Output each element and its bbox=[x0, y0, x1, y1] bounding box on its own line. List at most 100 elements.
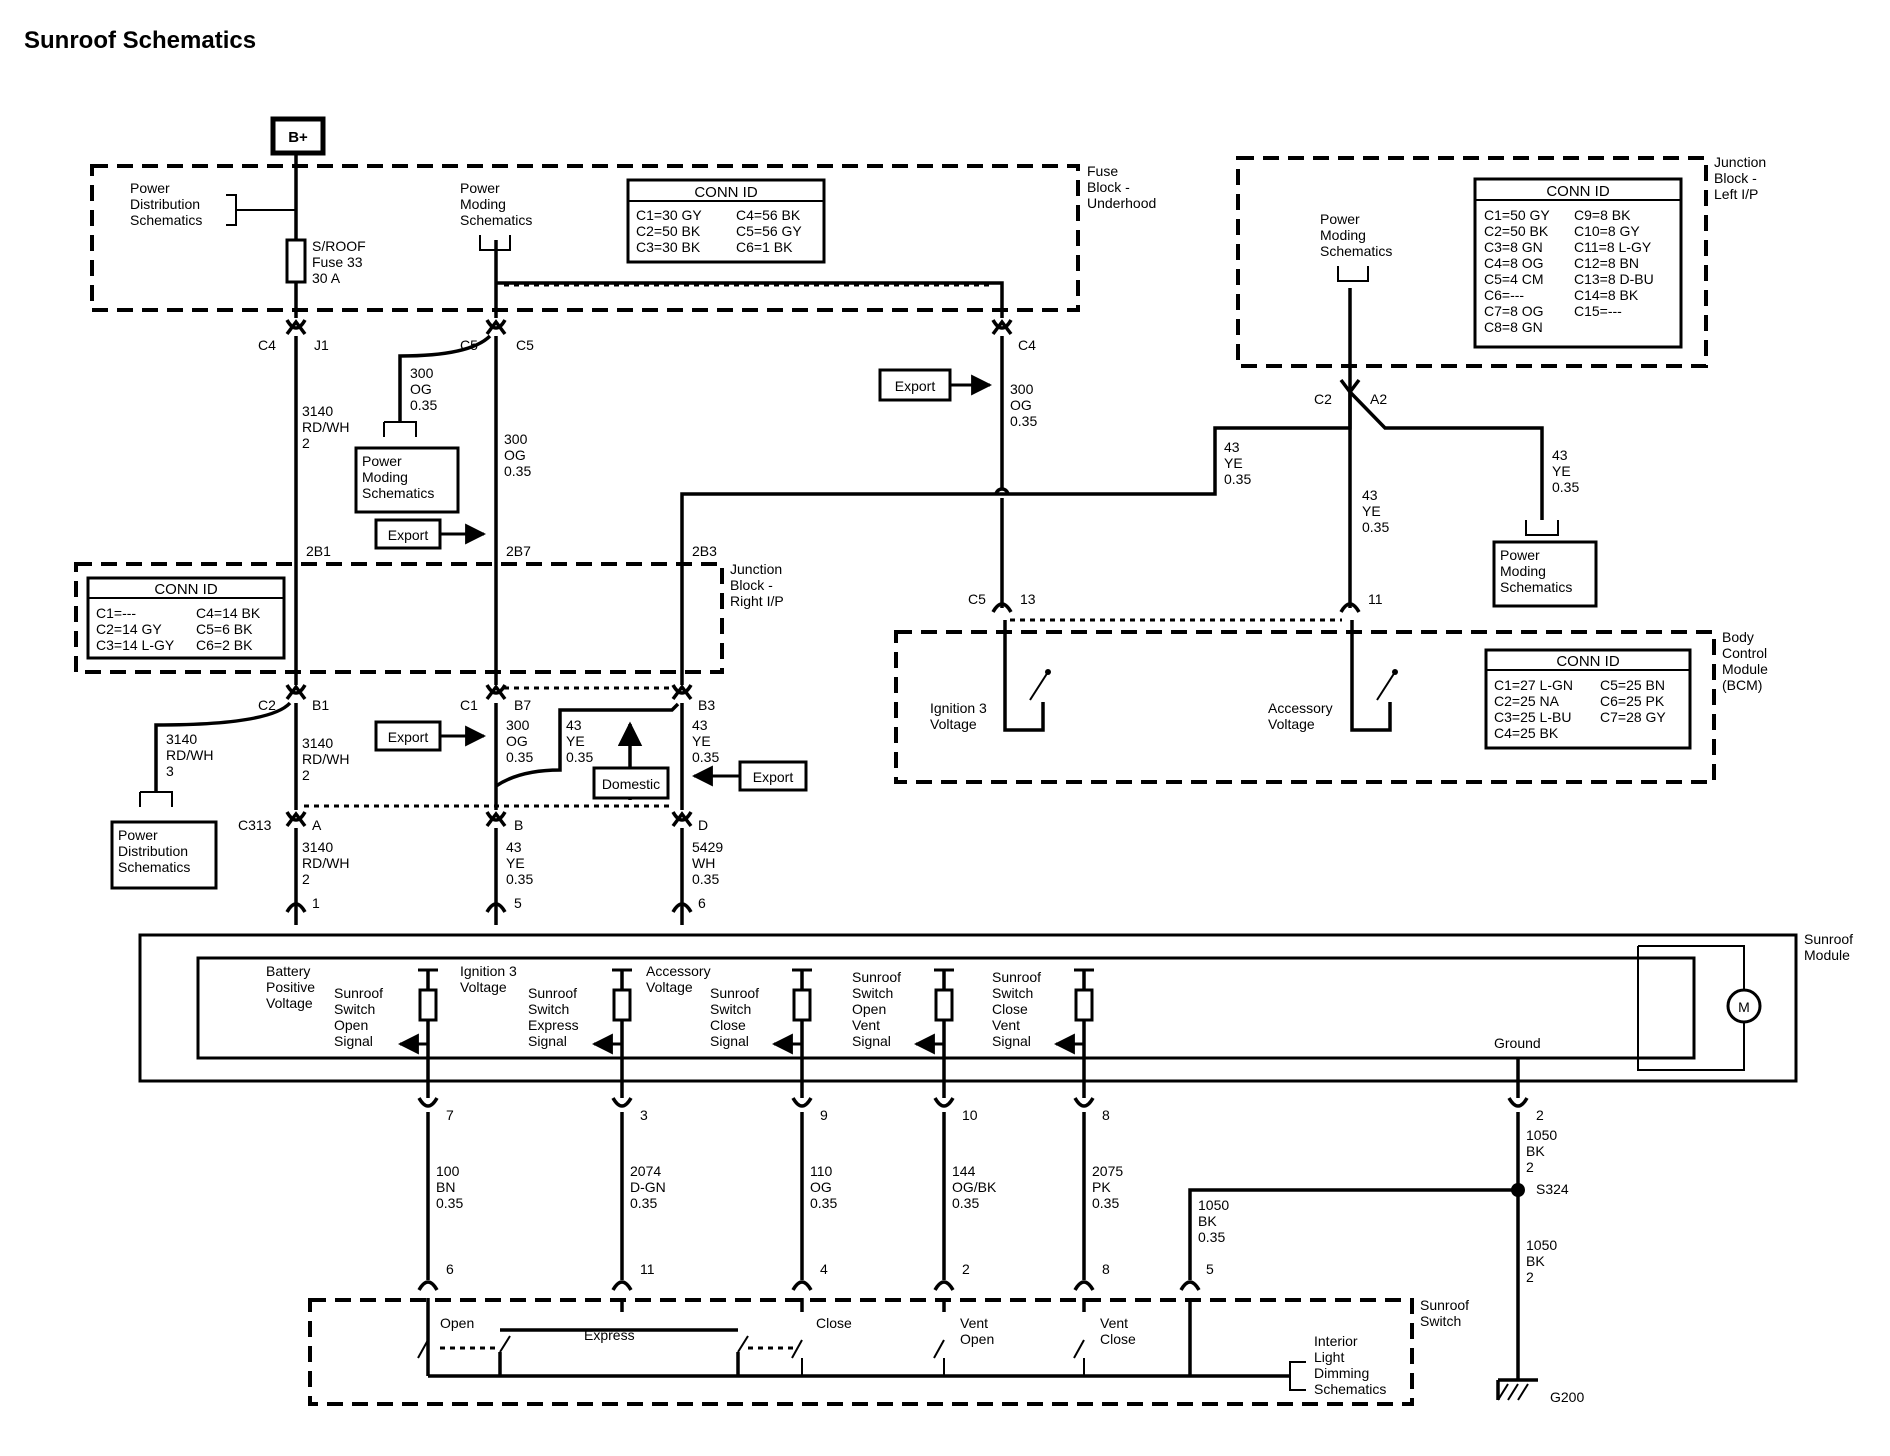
svg-text:PK: PK bbox=[1092, 1179, 1111, 1195]
svg-text:C6=1 BK: C6=1 BK bbox=[736, 239, 793, 255]
svg-text:CONN ID: CONN ID bbox=[1556, 653, 1620, 670]
svg-text:43: 43 bbox=[692, 717, 708, 733]
svg-text:Block -: Block - bbox=[1714, 170, 1757, 186]
svg-text:Voltage: Voltage bbox=[930, 716, 977, 732]
svg-text:Open: Open bbox=[960, 1331, 994, 1347]
svg-text:Close: Close bbox=[992, 1001, 1028, 1017]
svg-text:Switch: Switch bbox=[334, 1001, 375, 1017]
svg-text:C6=2 BK: C6=2 BK bbox=[196, 637, 253, 653]
svg-text:Express: Express bbox=[584, 1327, 635, 1343]
svg-text:RD/WH: RD/WH bbox=[302, 751, 349, 767]
svg-text:Express: Express bbox=[528, 1017, 579, 1033]
svg-text:Vent: Vent bbox=[960, 1315, 988, 1331]
svg-text:43: 43 bbox=[506, 839, 522, 855]
svg-text:2B1: 2B1 bbox=[306, 543, 331, 559]
conn-id-table-bcm: CONN ID C1=27 L-GN C5=25 BN C2=25 NA C6=… bbox=[1484, 648, 1692, 750]
svg-text:C2=14 GY: C2=14 GY bbox=[96, 621, 162, 637]
svg-text:43: 43 bbox=[1362, 487, 1378, 503]
svg-text:C1=50 GY: C1=50 GY bbox=[1484, 207, 1550, 223]
svg-text:C313: C313 bbox=[238, 817, 272, 833]
svg-text:3: 3 bbox=[640, 1107, 648, 1123]
svg-text:0.35: 0.35 bbox=[504, 463, 531, 479]
power-distribution-box-low: Power Distribution Schematics bbox=[110, 820, 218, 890]
svg-text:Sunroof: Sunroof bbox=[992, 969, 1041, 985]
svg-text:3140: 3140 bbox=[302, 839, 333, 855]
svg-text:Power: Power bbox=[130, 180, 170, 196]
junction-block-right-boundary bbox=[74, 562, 724, 674]
svg-text:Vent: Vent bbox=[992, 1017, 1020, 1033]
svg-text:Power: Power bbox=[1320, 211, 1360, 227]
svg-text:43: 43 bbox=[1552, 447, 1568, 463]
sunroof-switch-boundary bbox=[308, 1298, 1414, 1406]
svg-text:10: 10 bbox=[962, 1107, 978, 1123]
svg-text:Distribution: Distribution bbox=[118, 843, 188, 859]
export-box-2: Export bbox=[374, 720, 487, 752]
svg-text:3140: 3140 bbox=[302, 735, 333, 751]
svg-text:Schematics: Schematics bbox=[460, 212, 532, 228]
svg-text:Sunroof: Sunroof bbox=[852, 969, 901, 985]
svg-text:Right I/P: Right I/P bbox=[730, 593, 784, 609]
svg-text:Close: Close bbox=[816, 1315, 852, 1331]
svg-text:CONN ID: CONN ID bbox=[694, 184, 758, 201]
svg-text:Open: Open bbox=[334, 1017, 368, 1033]
svg-text:J1: J1 bbox=[314, 337, 329, 353]
svg-text:Sunroof: Sunroof bbox=[710, 985, 759, 1001]
svg-text:0.35: 0.35 bbox=[436, 1195, 463, 1211]
svg-text:0.35: 0.35 bbox=[1198, 1229, 1225, 1245]
module-signal-inputs bbox=[397, 968, 1520, 1098]
svg-text:Moding: Moding bbox=[1500, 563, 1546, 579]
svg-text:Schematics: Schematics bbox=[130, 212, 202, 228]
svg-text:0.35: 0.35 bbox=[1552, 479, 1579, 495]
svg-text:B+: B+ bbox=[288, 129, 308, 146]
svg-text:Open: Open bbox=[852, 1001, 886, 1017]
svg-text:Power: Power bbox=[118, 827, 158, 843]
svg-text:Fuse 33: Fuse 33 bbox=[312, 254, 363, 270]
svg-text:1050: 1050 bbox=[1526, 1127, 1557, 1143]
svg-text:Signal: Signal bbox=[528, 1033, 567, 1049]
svg-text:0.35: 0.35 bbox=[1362, 519, 1389, 535]
power-moding-box-right: Power Moding Schematics bbox=[1492, 540, 1598, 608]
svg-text:1050: 1050 bbox=[1198, 1197, 1229, 1213]
svg-text:2: 2 bbox=[1536, 1107, 1544, 1123]
svg-text:Close: Close bbox=[710, 1017, 746, 1033]
svg-text:300: 300 bbox=[506, 717, 530, 733]
svg-text:Distribution: Distribution bbox=[130, 196, 200, 212]
svg-text:0.35: 0.35 bbox=[630, 1195, 657, 1211]
svg-text:2: 2 bbox=[302, 767, 310, 783]
svg-text:C7=8 OG: C7=8 OG bbox=[1484, 303, 1544, 319]
export-box-4: Export bbox=[878, 368, 993, 402]
svg-text:C4=25 BK: C4=25 BK bbox=[1494, 725, 1559, 741]
svg-text:6: 6 bbox=[698, 895, 706, 911]
svg-text:2B7: 2B7 bbox=[506, 543, 531, 559]
svg-text:C4=8 OG: C4=8 OG bbox=[1484, 255, 1544, 271]
svg-text:C5: C5 bbox=[460, 337, 478, 353]
svg-text:300: 300 bbox=[1010, 381, 1034, 397]
svg-text:YE: YE bbox=[692, 733, 711, 749]
svg-text:C2: C2 bbox=[258, 697, 276, 713]
svg-text:Voltage: Voltage bbox=[646, 979, 693, 995]
battery-terminal: B+ bbox=[270, 116, 326, 156]
lower-wire-runs bbox=[426, 1112, 1538, 1401]
sunroof-module-label: Sunroof Module bbox=[1804, 931, 1853, 963]
svg-text:2: 2 bbox=[1526, 1159, 1534, 1175]
bcm-boundary bbox=[894, 630, 1716, 784]
svg-text:0.35: 0.35 bbox=[692, 871, 719, 887]
svg-text:OG/BK: OG/BK bbox=[952, 1179, 997, 1195]
svg-text:5: 5 bbox=[1206, 1261, 1214, 1277]
svg-text:C6=25 PK: C6=25 PK bbox=[1600, 693, 1665, 709]
junction-block-left-label: Junction Block - Left I/P bbox=[1714, 154, 1766, 202]
svg-text:2: 2 bbox=[302, 871, 310, 887]
svg-text:Signal: Signal bbox=[992, 1033, 1031, 1049]
export-box-3: Export bbox=[691, 760, 808, 792]
svg-text:Power: Power bbox=[460, 180, 500, 196]
svg-text:Voltage: Voltage bbox=[460, 979, 507, 995]
svg-text:BK: BK bbox=[1526, 1143, 1545, 1159]
svg-text:3140: 3140 bbox=[302, 403, 333, 419]
svg-text:Open: Open bbox=[440, 1315, 474, 1331]
svg-text:0.35: 0.35 bbox=[1224, 471, 1251, 487]
svg-text:OG: OG bbox=[810, 1179, 832, 1195]
lower-connector-cups bbox=[417, 1097, 1529, 1291]
svg-text:C13=8 D-BU: C13=8 D-BU bbox=[1574, 271, 1654, 287]
svg-text:0.35: 0.35 bbox=[952, 1195, 979, 1211]
svg-text:0.35: 0.35 bbox=[1010, 413, 1037, 429]
